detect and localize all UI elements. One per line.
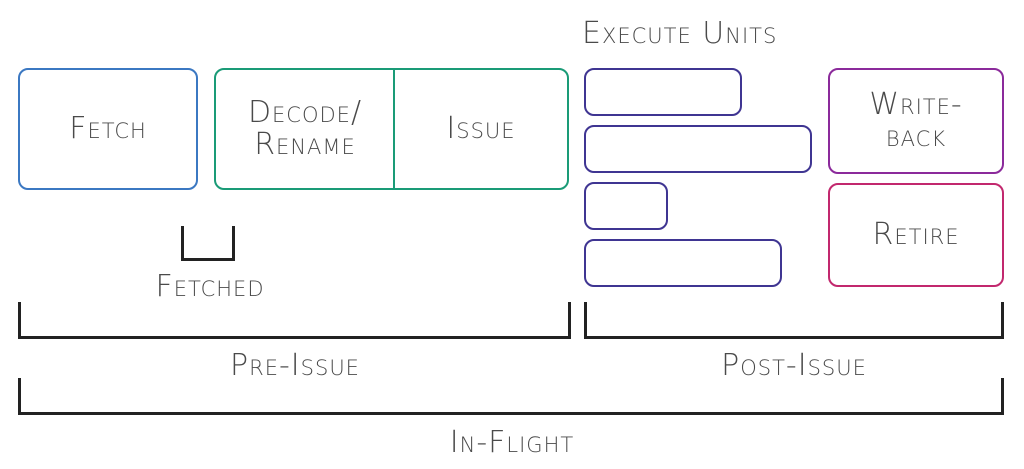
in-flight-bracket (18, 378, 1004, 415)
pre-issue-bracket (18, 302, 571, 339)
fetch-stage-label: Fetch (69, 111, 147, 146)
fetched-bracket (181, 226, 235, 261)
execute-unit-4 (584, 239, 782, 287)
decode-rename-stage-label: Decode/ Rename (216, 70, 394, 188)
retire-stage-label: Retire (872, 217, 960, 252)
fetch-stage-box: Fetch (18, 68, 198, 190)
issue-stage-label: Issue (446, 111, 516, 146)
writeback-label-line1: Write- (869, 87, 963, 122)
writeback-stage-box: Write- back (828, 68, 1004, 174)
decode-issue-divider (393, 70, 395, 188)
execute-unit-1 (584, 68, 742, 116)
decode-label-line2: Rename (254, 127, 356, 162)
pre-issue-label: Pre-Issue (230, 348, 360, 383)
decode-issue-stage-box: Decode/ Rename Issue (214, 68, 569, 190)
decode-label-line1: Decode/ (247, 95, 363, 130)
writeback-label-line2: back (885, 119, 947, 154)
execute-unit-2 (584, 125, 812, 173)
writeback-stage-label: Write- back (830, 70, 1002, 172)
fetched-label: Fetched (155, 269, 265, 304)
retire-stage-box: Retire (828, 183, 1004, 287)
execute-unit-3 (584, 182, 668, 230)
post-issue-bracket (584, 302, 1004, 339)
post-issue-label: Post-Issue (721, 348, 867, 383)
execute-units-title: Execute Units (582, 16, 778, 51)
in-flight-label: In-Flight (449, 425, 575, 460)
